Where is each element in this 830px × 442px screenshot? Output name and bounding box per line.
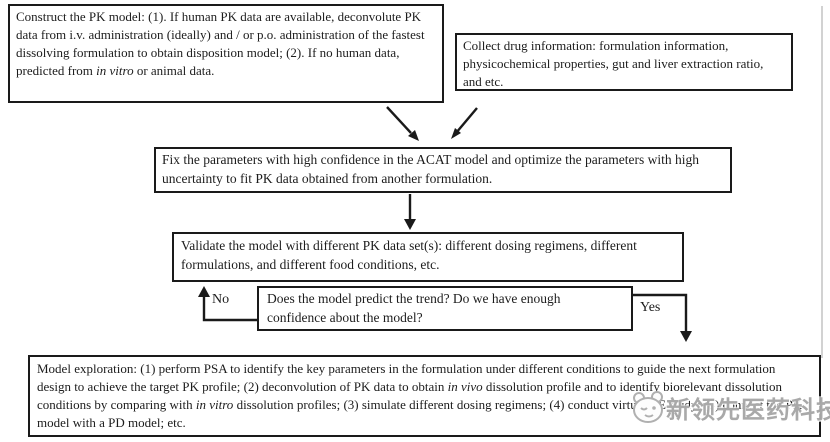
- arrow-collect-to-fix-icon: [451, 107, 478, 139]
- box-construct-text: Construct the PK model: (1). If human PK…: [16, 9, 425, 78]
- box-fix-parameters: Fix the parameters with high confidence …: [154, 147, 732, 193]
- box-construct-italic-invitro: in vitro: [96, 62, 134, 78]
- label-yes: Yes: [640, 300, 661, 315]
- arrow-fix-to-validate-icon: [404, 194, 416, 230]
- box-exploration-italic-invivo: in vivo: [447, 378, 483, 394]
- box-exploration-text-2: dissolution profile and to identify bior…: [37, 378, 782, 412]
- box-validate-model: Validate the model with different PK dat…: [172, 232, 684, 282]
- box-exploration-text-1: Model exploration: (1) perform PSA to id…: [37, 361, 776, 394]
- box-collect-drug-information: Collect drug information: formulation in…: [455, 33, 793, 91]
- arrow-construct-to-fix-icon: [386, 106, 419, 141]
- box-validate-text: Validate the model with different PK dat…: [181, 238, 637, 272]
- box-construct-pk-model: Construct the PK model: (1). If human PK…: [8, 4, 444, 103]
- box-model-exploration: Model exploration: (1) perform PSA to id…: [28, 355, 821, 437]
- label-no: No: [212, 292, 230, 307]
- box-exploration-italic-invitro: in vitro: [195, 396, 234, 412]
- box-decision-question: Does the model predict the trend? Do we …: [257, 286, 633, 331]
- box-collect-text: Collect drug information: formulation in…: [463, 38, 764, 89]
- box-construct-text-end: or animal data.: [133, 62, 215, 78]
- box-fix-text: Fix the parameters with high confidence …: [162, 152, 699, 186]
- box-decision-text: Does the model predict the trend? Do we …: [267, 291, 561, 325]
